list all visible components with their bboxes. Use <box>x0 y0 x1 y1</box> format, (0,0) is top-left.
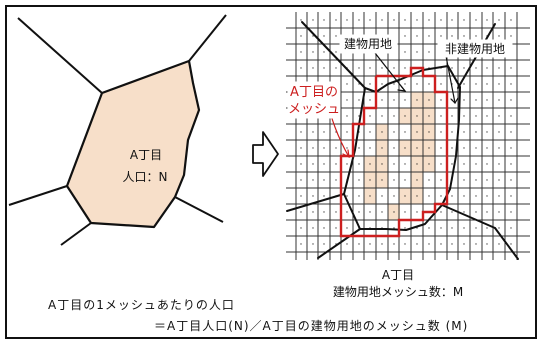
non-building-land-label: 非建物用地 <box>445 42 505 56</box>
right-panel: 建物用地 非建物用地 A丁目の メッシュ A丁目 建物用地メッシュ数：M <box>286 12 530 299</box>
left-population-label: 人口：N <box>123 170 168 184</box>
right-boundary-line-bottom-right <box>494 227 519 260</box>
building-land-mesh-count: 建物用地メッシュ数：M <box>333 284 463 299</box>
building-land-arrow <box>374 52 406 92</box>
mesh-label-bg <box>287 81 341 119</box>
bottom-label-bg <box>330 265 466 299</box>
right-boundary-line-top-left <box>301 21 366 89</box>
formula-line-2: ＝A丁目人口(N)／A丁目の建物用地のメッシュ数 (M) <box>154 319 469 333</box>
right-boundary-line-right <box>441 204 496 229</box>
building-land-label: 建物用地 <box>344 37 392 51</box>
area-polygon <box>65 59 201 229</box>
non-building-land-arrowhead <box>450 97 459 104</box>
right-boundary-line-left <box>286 193 345 212</box>
right-boundary-line-bottom-left <box>317 228 361 259</box>
right-area-name: A丁目 <box>382 268 414 282</box>
mesh-label-arrowhead <box>342 149 350 159</box>
left-area-name: A丁目 <box>130 148 162 162</box>
left-boundary-line-right <box>174 196 224 223</box>
non-building-land-label-bg <box>437 39 513 58</box>
mesh-label-line-2: メッシュ <box>288 102 340 117</box>
non-building-land-arrow <box>445 55 456 104</box>
formula-line-1: A丁目の1メッシュあたりの人口 <box>48 298 235 312</box>
left-boundary-line-bottom-left <box>60 222 92 246</box>
left-boundary-line-top-right <box>188 14 227 62</box>
left-boundary-line-left <box>8 185 68 206</box>
mesh-outline <box>339 66 449 238</box>
left-boundary-line-top-left <box>17 17 103 94</box>
building-land-arrowhead <box>397 85 407 92</box>
building-land-label-bg <box>339 34 398 54</box>
mesh-label-line-1: A丁目の <box>290 85 338 100</box>
hollow-right-arrow-icon <box>252 131 279 177</box>
mesh-label-arrow <box>329 111 350 158</box>
left-panel: A丁目 人口：N <box>8 14 227 246</box>
